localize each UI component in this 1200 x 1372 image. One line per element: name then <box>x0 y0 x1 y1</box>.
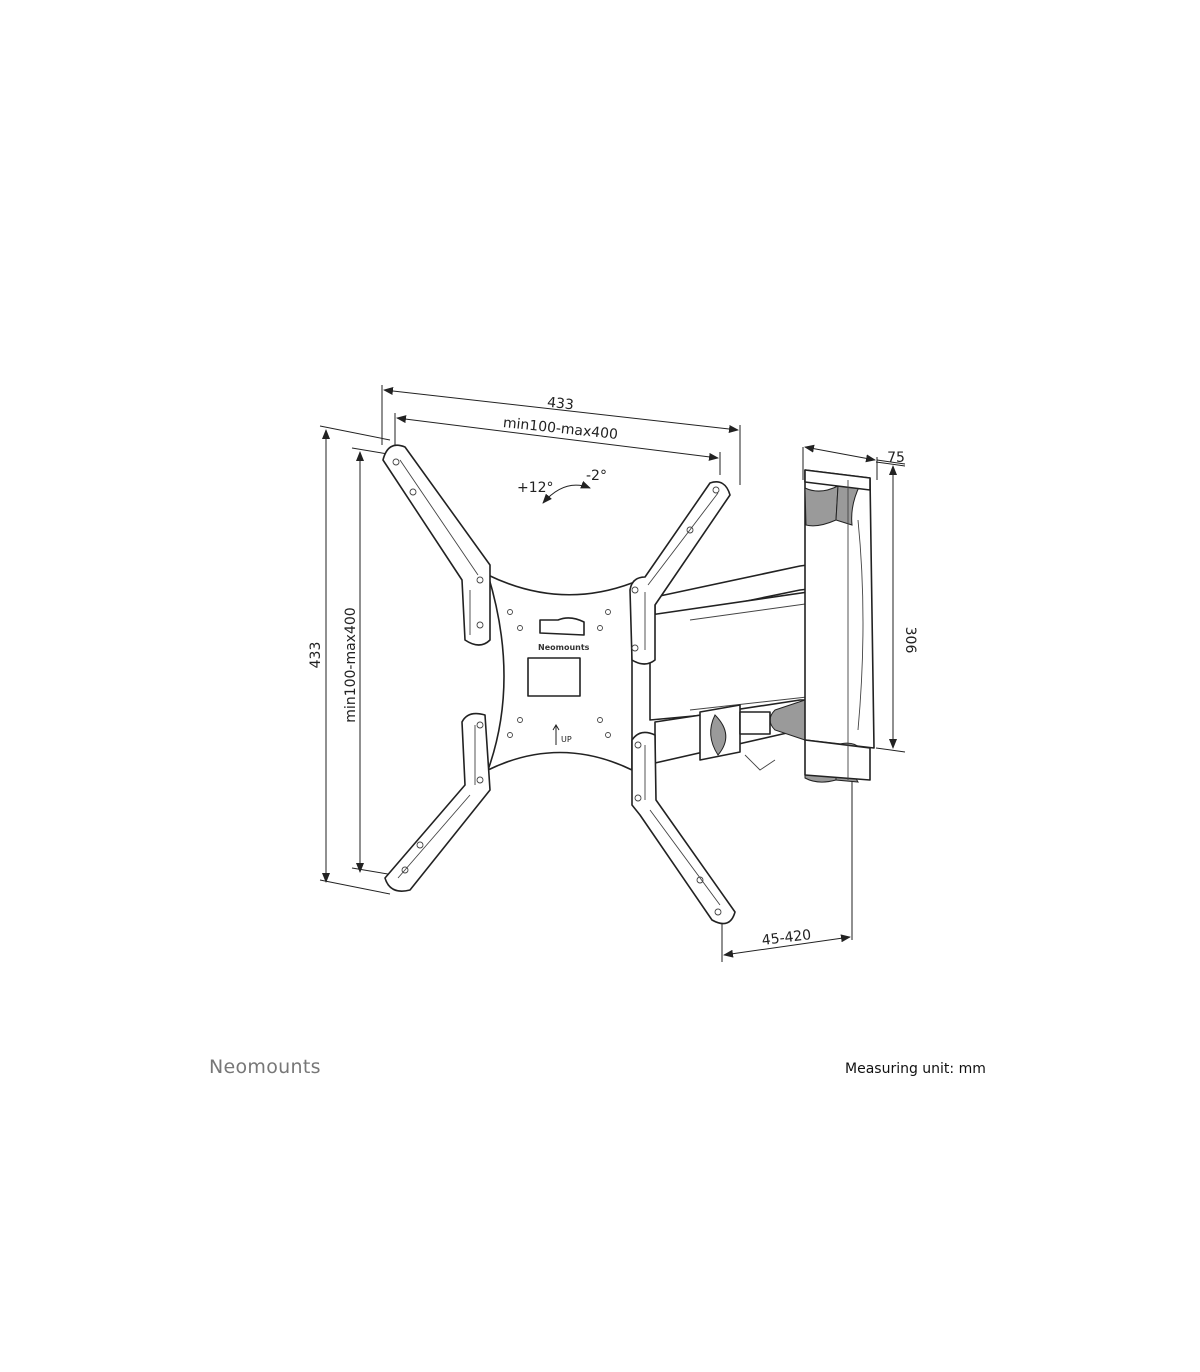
measuring-unit-note: Measuring unit: mm <box>845 1061 986 1077</box>
plate-depth-label: 75 <box>887 450 905 466</box>
up-arrow-icon <box>552 724 560 745</box>
dimension-overall-height: 433 <box>308 425 391 895</box>
wall-plate <box>804 469 875 783</box>
tilt-indicator: +12° -2° <box>517 468 607 504</box>
vesa-height-label: min100-max400 <box>343 607 359 722</box>
tilt-up-label: +12° <box>517 480 554 496</box>
brand-logo-text: Neomounts <box>209 1056 321 1078</box>
extension-label: 45-420 <box>761 927 812 949</box>
handle-icon <box>539 617 585 636</box>
plate-height-label: 306 <box>902 627 918 654</box>
tilt-down-label: -2° <box>586 468 607 484</box>
vesa-bracket: Neomounts UP <box>382 444 736 925</box>
plate-logo: Neomounts <box>538 643 590 652</box>
overall-height-label: 433 <box>308 642 324 669</box>
label-area <box>527 657 581 697</box>
dimension-extension: 45-420 <box>721 775 853 962</box>
dimension-plate-depth: 75 <box>802 444 906 480</box>
up-label: UP <box>561 735 572 744</box>
mounting-holes <box>392 458 722 916</box>
dimension-plate-height: 306 <box>875 461 918 753</box>
overall-width-label: 433 <box>546 395 574 414</box>
dimension-vesa-height: min100-max400 <box>343 447 401 877</box>
